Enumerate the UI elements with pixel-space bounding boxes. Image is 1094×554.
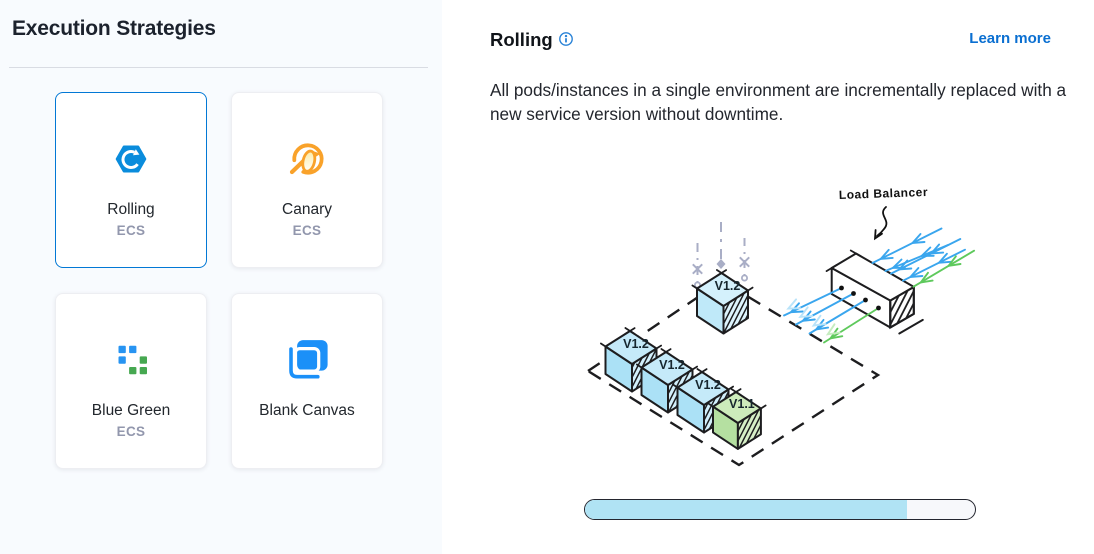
svg-text:V1.2: V1.2 <box>695 378 721 392</box>
svg-text:V1.2: V1.2 <box>659 358 685 372</box>
svg-text:V1.2: V1.2 <box>715 279 741 293</box>
svg-text:V1.2: V1.2 <box>623 337 649 351</box>
svg-text:V1.1: V1.1 <box>729 397 755 411</box>
svg-text:Load Balancer: Load Balancer <box>839 185 929 202</box>
